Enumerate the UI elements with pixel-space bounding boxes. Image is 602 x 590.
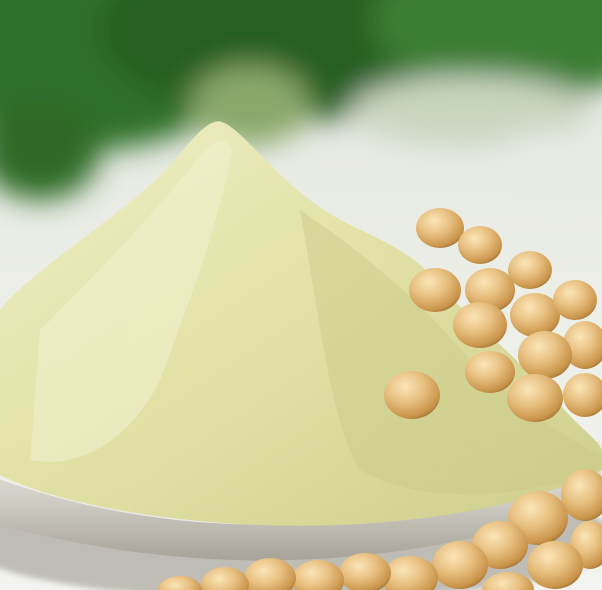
soybeans-bottom — [158, 469, 602, 590]
soybeans-right — [384, 208, 602, 422]
